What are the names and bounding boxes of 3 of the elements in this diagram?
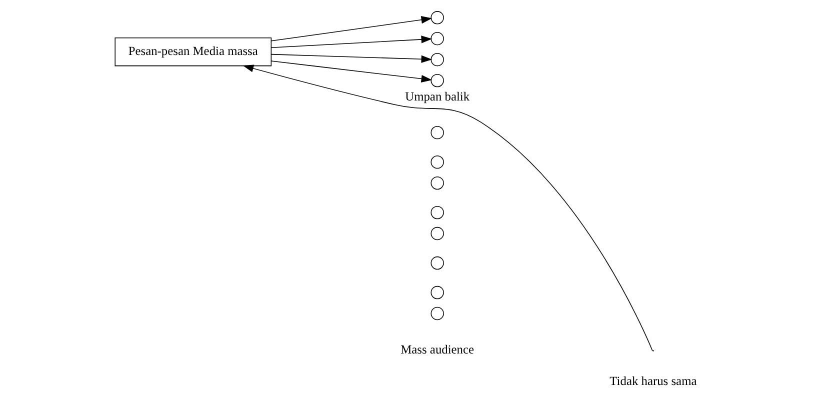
label: Mass audience (400, 342, 474, 357)
label: Tidak harus sama (610, 374, 697, 388)
edge-label: Umpan balik (405, 90, 470, 104)
